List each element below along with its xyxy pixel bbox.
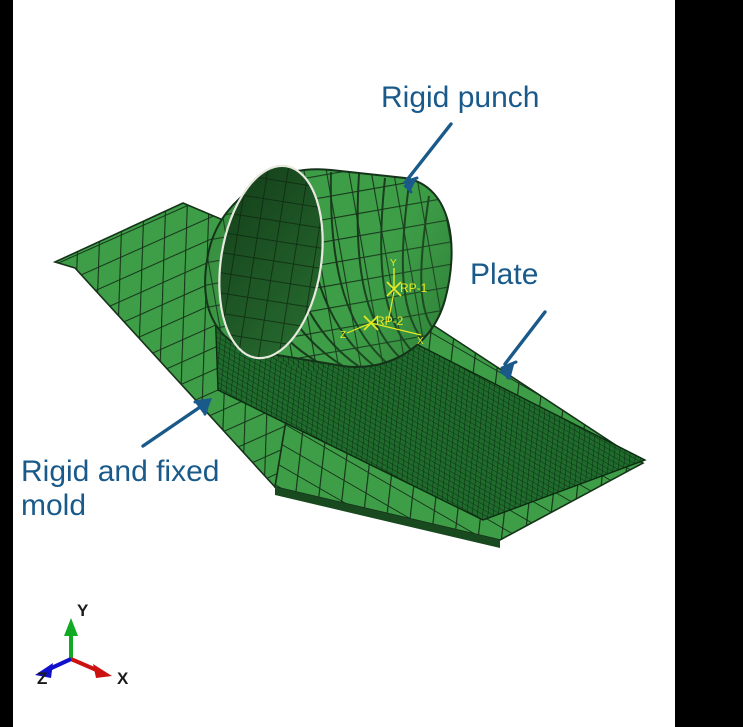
arrow-mold-shaft	[141, 401, 208, 448]
reference-point-markers	[346, 268, 422, 336]
triad-label-z: Z	[37, 669, 48, 688]
callout-label-rigid-punch: Rigid punch	[381, 81, 540, 114]
global-axis-triad	[35, 618, 112, 678]
callout-label-plate: Plate	[470, 258, 539, 291]
viewport-canvas: Y X Z	[13, 0, 675, 727]
arrow-plate-shaft	[503, 310, 547, 366]
rp1-y-axis-letter: Y	[390, 258, 397, 269]
fea-model-svg: Y X Z	[35, 122, 647, 678]
punch-near-rim	[218, 164, 324, 360]
reference-point-axis-letters: Y X Z	[340, 258, 424, 347]
rp2-z-axis-letter: Z	[340, 330, 346, 341]
left-border-band	[0, 0, 13, 727]
reference-point-label-rp2: RP-2	[376, 314, 404, 328]
right-border-band	[675, 0, 743, 727]
arrow-rigid-punch-head	[403, 178, 417, 192]
mold-edge-thickness	[275, 487, 500, 548]
triad-x-arrowhead	[93, 664, 112, 678]
reference-point-label-rp1: RP-1	[400, 281, 428, 295]
triad-label-x: X	[117, 669, 129, 688]
triad-y-arrowhead	[64, 618, 78, 636]
triad-z-arrowhead	[35, 663, 53, 678]
arrow-mold-head	[194, 398, 212, 416]
callout-arrows	[141, 122, 547, 448]
arrow-rigid-punch-shaft	[405, 122, 453, 182]
arrow-plate-head	[499, 361, 515, 380]
callout-label-rigid-fixed-mold: Rigid and fixed mold	[21, 455, 220, 522]
triad-label-y: Y	[77, 601, 89, 620]
rp2-x-axis-letter: X	[417, 336, 424, 347]
